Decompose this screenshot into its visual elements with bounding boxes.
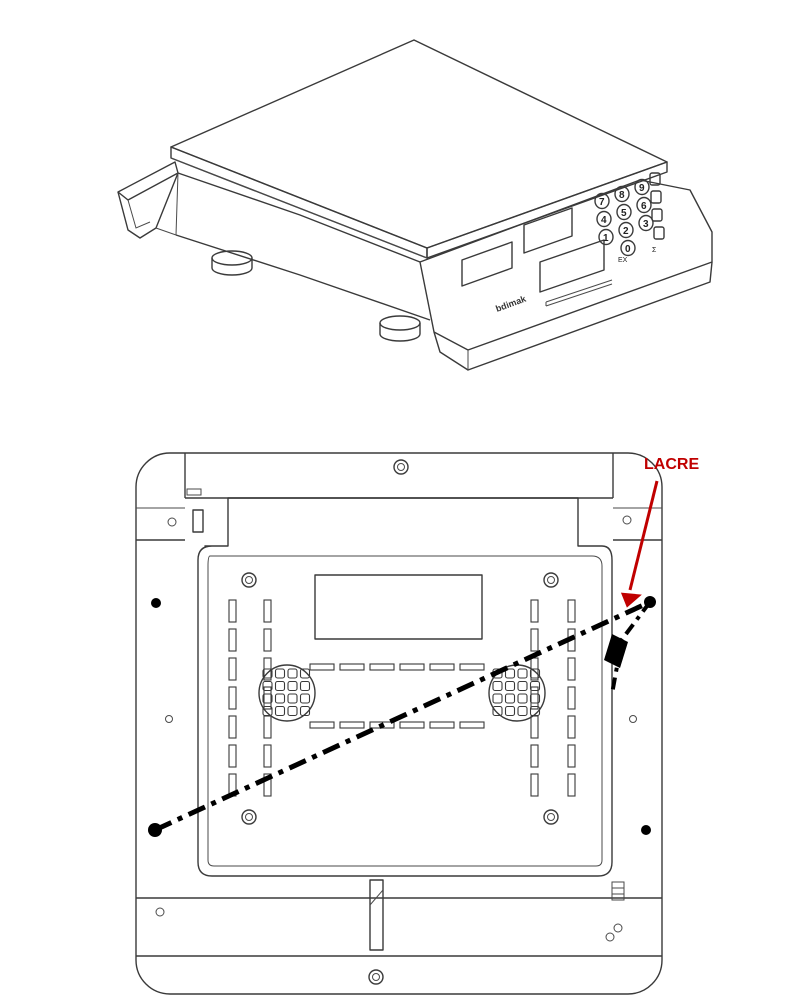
- screws: [165, 459, 637, 985]
- total-price-display: [539, 239, 605, 293]
- key-label: 6: [641, 201, 647, 212]
- key-label: 2: [623, 226, 629, 237]
- inner-plate: [197, 497, 613, 877]
- key-8: 8: [614, 185, 630, 203]
- side-key: [650, 190, 662, 204]
- key-label: 1: [603, 233, 609, 244]
- unit-price-display: [523, 207, 573, 254]
- weighing-platform: [170, 39, 668, 259]
- base-outline: [135, 452, 663, 995]
- key-label: 8: [619, 190, 625, 201]
- vent-slots: [228, 599, 576, 797]
- keypad: 7 8 9 4 5 6 1 2 3 0EX Σ: [594, 172, 665, 264]
- seal-anchor-left: [148, 823, 162, 837]
- vent-grilles: [258, 664, 546, 722]
- foot-dot-bottom-right: [641, 825, 651, 835]
- scale-feet: [211, 250, 421, 342]
- key-9: 9: [634, 178, 650, 196]
- key-sum-label: Σ: [652, 247, 657, 254]
- scale-isometric-view: bdimak 7 8 9 4 5 6 1 2 3 0EX Σ: [117, 39, 713, 371]
- side-key: [653, 226, 665, 240]
- seal-callout: LACRE: [620, 456, 699, 608]
- center-bracket: [369, 879, 384, 951]
- foot-dot-top-left: [151, 598, 161, 608]
- key-ex-label: EX: [618, 257, 628, 264]
- seal-label: LACRE: [644, 456, 699, 473]
- seal-wire: [148, 596, 656, 837]
- key-label: 3: [643, 219, 649, 230]
- key-4: 4: [596, 210, 612, 228]
- key-7: 7: [594, 192, 610, 210]
- key-label: 0: [625, 244, 631, 255]
- key-6: 6: [636, 196, 652, 214]
- key-label: 9: [639, 183, 645, 194]
- side-key: [649, 172, 661, 186]
- key-3: 3: [638, 214, 654, 232]
- side-key: [651, 208, 663, 222]
- key-label: 5: [621, 208, 627, 219]
- key-0: 0: [620, 239, 636, 257]
- left-bracket: [192, 509, 204, 533]
- key-1: 1: [598, 228, 614, 246]
- label-recess: [314, 574, 483, 640]
- key-label: 4: [601, 215, 607, 226]
- side-handle: [117, 161, 179, 239]
- brand-logo: bdimak: [494, 293, 528, 314]
- key-label: 7: [599, 197, 605, 208]
- key-2: 2: [618, 221, 634, 239]
- lead-seal: [604, 634, 628, 668]
- scale-underside-view: LACRE: [135, 452, 699, 995]
- weight-display: [461, 241, 513, 287]
- key-5: 5: [616, 203, 632, 221]
- scale-body: [175, 172, 431, 321]
